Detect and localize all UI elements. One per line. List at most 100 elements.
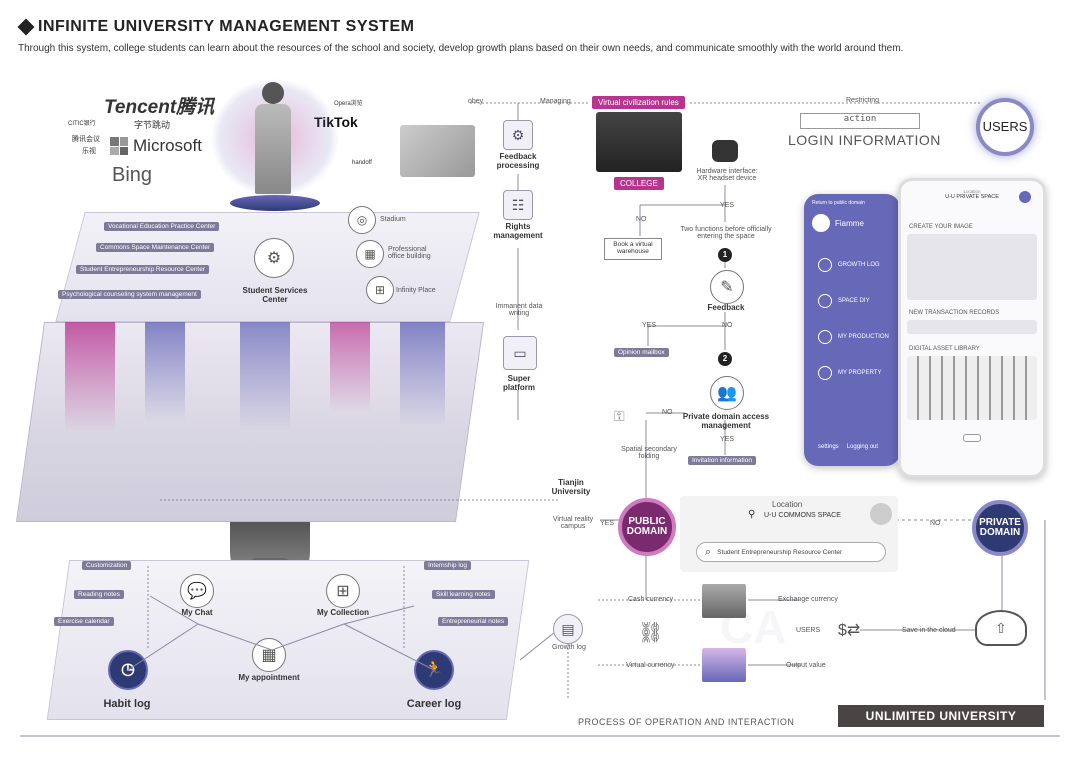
phone-menu: GROWTH LOG SPACE DIY MY PRODUCTION MY PR… (804, 234, 900, 380)
users-small-label: USERS (796, 627, 821, 634)
output-value-label: Output value (786, 662, 826, 669)
transaction-row[interactable] (907, 320, 1037, 334)
xr-headset-icon (712, 140, 738, 162)
avatar[interactable] (812, 214, 830, 232)
menu-my-property[interactable]: MY PROPERTY (818, 366, 890, 380)
profile-name: Fiamme (835, 218, 864, 228)
asset-grid[interactable] (907, 356, 1037, 420)
digital-asset-label: DIGITAL ASSET LIBRARY (909, 346, 980, 352)
growth-log-label: Growth log (552, 644, 586, 651)
action-box[interactable]: action (800, 113, 920, 129)
no-label-3: NO (662, 409, 673, 416)
virtual-coin-image (702, 648, 746, 682)
tag-internship-log[interactable]: Internship log (424, 561, 472, 570)
tag-entrepreneurship[interactable]: Student Entrepreneurship Resource Center (76, 265, 210, 274)
menu-my-production[interactable]: MY PRODUCTION (818, 330, 890, 344)
tianjin-label: Tianjin University (551, 478, 591, 496)
private-access-label: Private domain access management (682, 412, 770, 430)
yes-label-2: YES (642, 322, 657, 329)
hierarchy-icon[interactable]: ☷ (503, 190, 533, 220)
search-input[interactable]: ⌕ Student Entrepreneurship Resource Cent… (696, 542, 886, 562)
avatar[interactable] (870, 503, 892, 525)
stadium-label: Stadium (380, 216, 406, 223)
process-footer-label: PROCESS OF OPERATION AND INTERACTION (578, 717, 795, 727)
virtual-currency-label: Virtual currency (626, 662, 675, 669)
feedback-icon[interactable]: ✎ (710, 270, 744, 304)
back-link[interactable]: Return to public domain (812, 200, 865, 206)
tag-exercise-calendar[interactable]: Exercise calendar (54, 617, 114, 626)
page-title-text: INFINITE UNIVERSITY MANAGEMENT SYSTEM (38, 18, 415, 35)
menu-growth-log[interactable]: GROWTH LOG (818, 258, 890, 272)
spatial-folding-label: Spatial secondary folding (621, 446, 677, 460)
tag-vocational[interactable]: Vocational Education Practice Center (104, 222, 220, 231)
public-domain-node[interactable]: PUBLIC DOMAIN (618, 498, 676, 556)
users-node[interactable]: USERS (976, 98, 1034, 156)
no-label-2: NO (722, 322, 733, 329)
cash-currency-label: Cash currency (628, 596, 674, 603)
search-icon: ⌕ (705, 545, 712, 558)
stadium-icon[interactable]: ◎ (348, 206, 376, 234)
phone-footer: settings Logging out (818, 444, 878, 450)
opinion-mailbox-tag[interactable]: Opinion mailbox (614, 348, 669, 357)
profile-icon[interactable] (1019, 191, 1031, 203)
misc1-logo: 腾讯会议 (72, 136, 100, 143)
person-body (255, 104, 291, 194)
people-group-icon[interactable]: 👥 (710, 376, 744, 410)
light-beam (65, 322, 115, 432)
step-2-badge: 2 (718, 352, 732, 366)
phone-location-small: Location (963, 189, 981, 194)
money-transfer-icon: $⇄ (838, 622, 861, 639)
rights-management-label: Rights management (493, 222, 543, 240)
tag-commons-maintenance[interactable]: Commons Space Maintenance Center (96, 243, 215, 252)
building-icon[interactable]: ▦ (356, 240, 384, 268)
tag-reading-notes[interactable]: Reading notes (74, 590, 124, 599)
private-domain-node[interactable]: PRIVATE DOMAIN (972, 500, 1028, 556)
tag-customization[interactable]: Customization (82, 561, 132, 570)
save-cloud-label: Save in the cloud (902, 627, 956, 634)
managing-label: Managing (540, 98, 571, 105)
collection-icon[interactable]: ⊞ (326, 574, 360, 608)
light-beam (145, 322, 185, 422)
opera-logo: Opera浏览 (334, 101, 363, 107)
chain-link-icon: ⛓ (638, 622, 664, 644)
calendar-icon[interactable]: ▦ (252, 638, 286, 672)
phone-left: Return to public domain Fiamme GROWTH LO… (804, 194, 900, 466)
tencent-logo: Tencent腾讯 (104, 97, 215, 118)
no-label-4: NO (930, 520, 941, 527)
invitation-tag[interactable]: Invitation information (688, 456, 756, 465)
office-label: Professional office building (388, 246, 431, 260)
bytedance-logo: 字节跳动 (134, 120, 171, 130)
feedback-processing-icon[interactable]: ⚙ (503, 120, 533, 150)
new-transaction-label: NEW TRANSACTION RECORDS (909, 310, 1000, 316)
virtual-rules-tag[interactable]: Virtual civilization rules (592, 96, 685, 109)
feedback-label: Feedback (707, 303, 745, 312)
tag-skill-notes[interactable]: Skill learning notes (432, 590, 495, 599)
settings-link[interactable]: settings (818, 444, 839, 450)
yes-label-3: YES (720, 436, 735, 443)
book-warehouse-box[interactable]: Book a virtual warehouse (604, 238, 662, 260)
cloud-upload-icon[interactable]: ⇧ (975, 610, 1027, 646)
person-head (262, 82, 284, 104)
feedback-processing-label: Feedback processing (496, 152, 540, 170)
college-tag[interactable]: COLLEGE (614, 177, 664, 190)
chat-icon[interactable]: 💬 (180, 574, 214, 608)
infinity-icon[interactable]: ⊞ (366, 276, 394, 304)
student-services-label: Student Services Center (242, 286, 308, 304)
two-functions-label: Two functions before officially entering… (680, 226, 772, 240)
avatar-creator-panel[interactable] (907, 234, 1037, 300)
super-platform-icon[interactable]: ▭ (503, 336, 537, 370)
location-value: U-U COMMONS SPACE (764, 512, 841, 519)
logout-link[interactable]: Logging out (846, 444, 879, 450)
phone-right: Location U-U PRIVATE SPACE CREATE YOUR I… (898, 178, 1046, 478)
tag-entrepreneurial-notes[interactable]: Entrepreneurial notes (438, 617, 509, 626)
menu-space-diy[interactable]: SPACE DIY (818, 294, 890, 308)
yes-label: YES (720, 202, 735, 209)
habit-log-label: Habit log (103, 698, 151, 710)
home-button[interactable] (963, 434, 981, 442)
students-photo (400, 125, 475, 177)
hand-gear-icon[interactable]: ⚙ (254, 238, 294, 278)
tag-psychological[interactable]: Psychological counseling system manageme… (58, 290, 201, 299)
growth-log-icon[interactable]: ▤ (553, 614, 583, 644)
light-beam (400, 322, 445, 427)
